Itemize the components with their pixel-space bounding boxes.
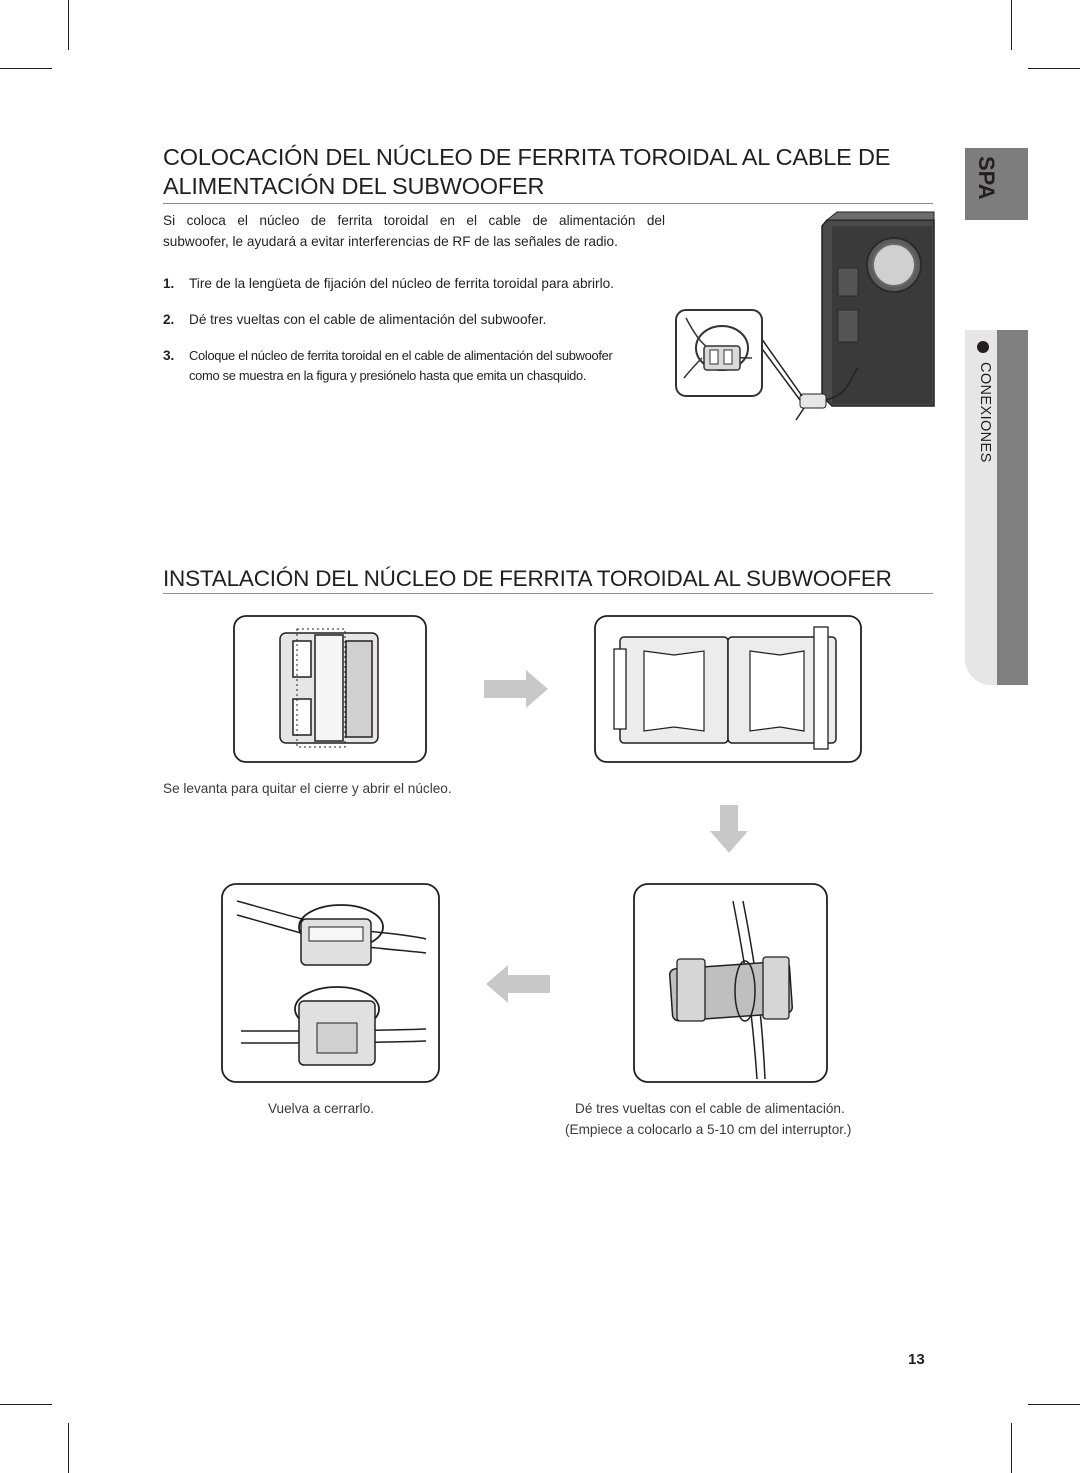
cable-wrap-panel — [633, 883, 828, 1083]
title-rule — [163, 203, 933, 204]
crop-mark — [1028, 68, 1080, 69]
step-text: Tire de la lengüeta de fijación del núcl… — [189, 276, 614, 291]
crop-mark — [0, 1404, 52, 1405]
intro-paragraph-line1: Si coloca el núcleo de ferrita toroidal … — [163, 213, 665, 228]
caption-open-core: Se levanta para quitar el cierre y abrir… — [163, 781, 452, 796]
caption-wrap-cable: Dé tres vueltas con el cable de alimenta… — [575, 1101, 845, 1116]
language-tab: SPA — [965, 148, 1028, 220]
step-number: 3. — [163, 348, 175, 363]
section-title-colocacion: COLOCACIÓN DEL NÚCLEO DE FERRITA TOROIDA… — [163, 144, 891, 170]
ferrite-core-reclose-panel — [221, 883, 440, 1083]
title-rule — [163, 593, 933, 594]
crop-mark — [68, 1423, 69, 1473]
chapter-tab-label: CONEXIONES — [977, 362, 993, 463]
step-3: 3. Coloque el núcleo de ferrita toroidal… — [163, 346, 663, 386]
chapter-tab: CONEXIONES — [965, 330, 997, 685]
arrow-down-icon — [710, 805, 748, 853]
step-number: 2. — [163, 312, 175, 327]
caption-wrap-cable-note: (Empiece a colocarlo a 5-10 cm del inter… — [565, 1122, 852, 1137]
intro-paragraph-line2: subwoofer, le ayudará a evitar interfere… — [163, 234, 618, 249]
step-text: Coloque el núcleo de ferrita toroidal en… — [189, 348, 613, 363]
page-number: 13 — [908, 1351, 925, 1368]
crop-mark — [1011, 1423, 1012, 1473]
step-text: Dé tres vueltas con el cable de alimenta… — [189, 312, 547, 327]
arrow-left-icon — [486, 965, 550, 1003]
step-text-line2: como se muestra en la figura y presiónel… — [189, 368, 587, 383]
caption-close-again: Vuelva a cerrarlo. — [268, 1101, 375, 1116]
step-1: 1. Tire de la lengüeta de fijación del n… — [163, 274, 663, 294]
step-2: 2. Dé tres vueltas con el cable de alime… — [163, 310, 663, 330]
crop-mark — [0, 68, 52, 69]
language-tab-label: SPA — [974, 156, 999, 200]
chapter-tab-dark — [997, 330, 1028, 685]
crop-mark — [1028, 1404, 1080, 1405]
crop-mark — [1011, 0, 1012, 50]
section-title-instalacion: INSTALACIÓN DEL NÚCLEO DE FERRITA TOROID… — [163, 566, 892, 591]
ferrite-core-open-panel — [594, 615, 862, 763]
section-title-colocacion-line2: ALIMENTACIÓN DEL SUBWOOFER — [163, 173, 545, 199]
ferrite-core-closed-panel — [233, 615, 427, 763]
arrow-right-icon — [484, 670, 548, 708]
subwoofer-illustration — [675, 211, 935, 421]
crop-mark — [68, 0, 69, 50]
chapter-bullet-icon — [977, 341, 989, 353]
step-number: 1. — [163, 276, 175, 291]
